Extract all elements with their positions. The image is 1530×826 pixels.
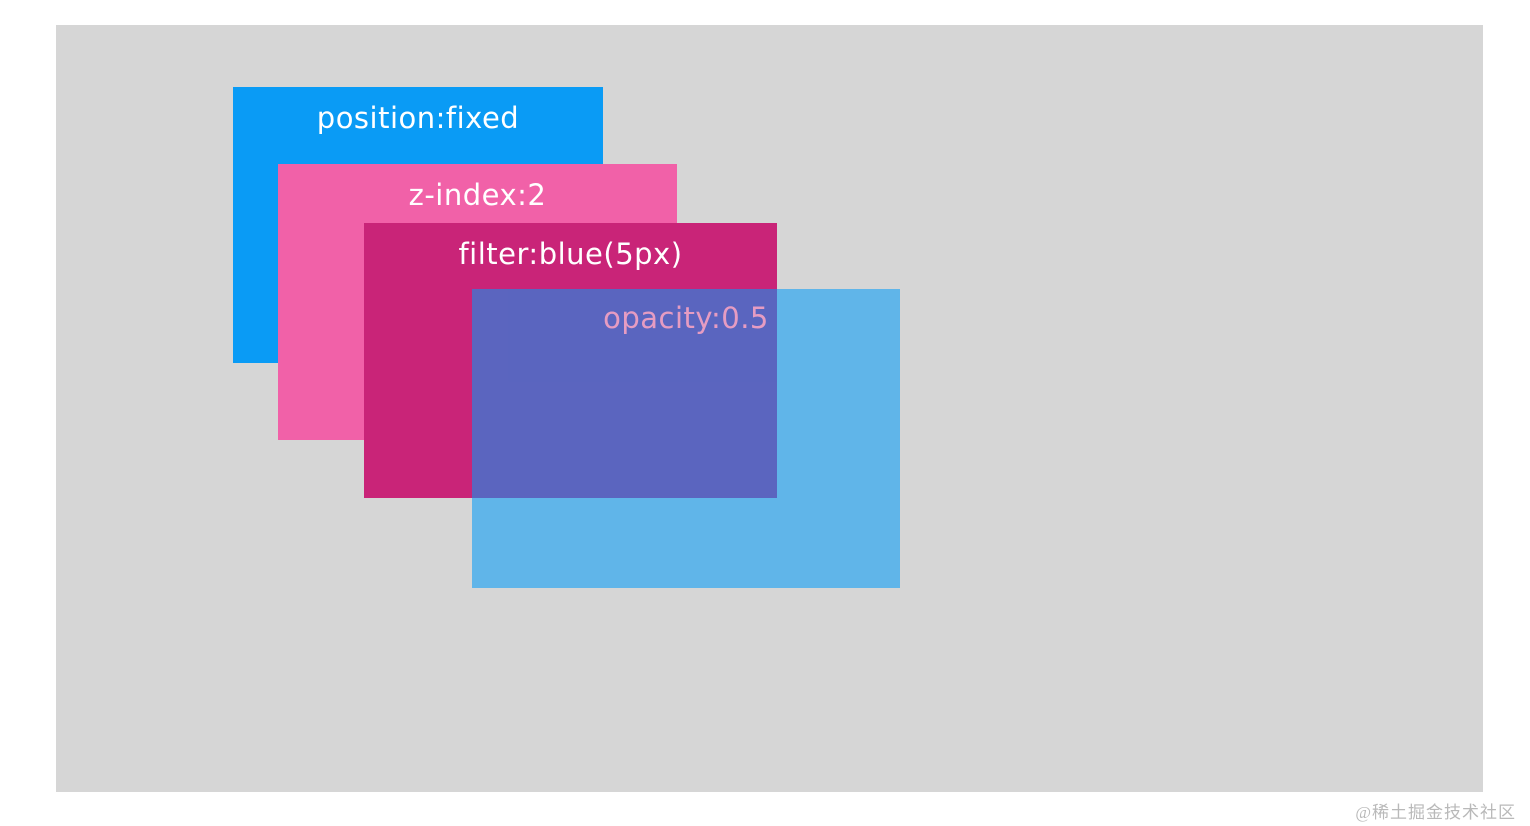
- layer-filter-blue-label: filter:blue(5px): [458, 237, 683, 271]
- layer-z-index-2-label: z-index:2: [408, 178, 547, 212]
- layer-opacity-half: opacity:0.5: [472, 289, 900, 588]
- watermark: @稀土掘金技术社区: [1355, 803, 1516, 822]
- layer-opacity-half-label: opacity:0.5: [603, 301, 769, 335]
- layer-position-fixed-label: position:fixed: [316, 101, 520, 135]
